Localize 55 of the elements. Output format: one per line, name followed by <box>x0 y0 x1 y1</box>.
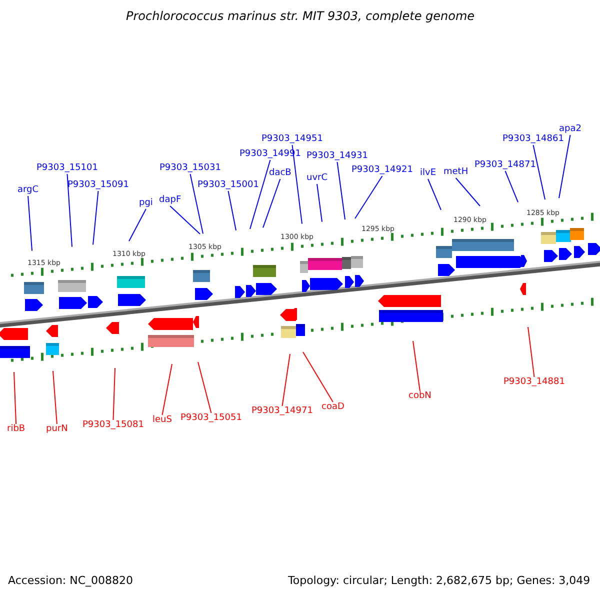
gene-label: coaD <box>322 403 344 412</box>
leader-line <box>198 362 212 414</box>
gene-label: metH <box>444 168 468 177</box>
gene-label: P9303_14951 <box>262 135 323 144</box>
leader-line <box>250 160 271 230</box>
gene-label: P9303_15081 <box>82 421 144 430</box>
leader-line <box>52 370 58 424</box>
gene-label: uvrC <box>306 174 328 183</box>
gene-label: apa2 <box>559 125 582 134</box>
gene-label: ribB <box>7 425 26 434</box>
leader-line <box>428 178 442 210</box>
gene-label: P9303_14971 <box>252 407 313 416</box>
leader-line <box>92 190 99 246</box>
leader-line <box>262 178 281 228</box>
gene-label: P9303_14881 <box>504 378 565 387</box>
gene-label: leuS <box>152 416 172 425</box>
gene-label: P9303_14871 <box>474 161 536 170</box>
leader-line <box>292 144 302 224</box>
gene-label: purN <box>46 425 68 434</box>
gene-label: P9303_15031 <box>160 164 221 173</box>
leader-line <box>528 326 535 378</box>
leader-line <box>532 144 546 200</box>
leader-line <box>190 174 204 234</box>
gene-label: P9303_14861 <box>502 135 564 144</box>
gene-label: argC <box>18 186 39 195</box>
leader-line <box>162 364 172 416</box>
leader-line <box>455 178 480 206</box>
gene-label: cobN <box>408 392 432 401</box>
genome-summary-text: Topology: circular; Length: 2,682,675 bp; Genes: 3,049 <box>288 575 590 586</box>
leader-line <box>66 174 72 248</box>
leader-line <box>412 340 420 392</box>
gene-label: P9303_14931 <box>306 152 368 161</box>
leader-line <box>504 170 518 203</box>
gene-label: pgi <box>139 199 153 208</box>
leader-line <box>316 184 322 222</box>
leader-line <box>112 368 116 420</box>
leader-line <box>302 352 334 402</box>
accession-text: Accession: NC_008820 <box>8 575 134 586</box>
leader-line <box>14 372 17 424</box>
leader-line <box>28 196 32 252</box>
gene-label: P9303_15101 <box>36 164 98 173</box>
gene-label: P9303_15001 <box>198 181 259 190</box>
leader-line <box>128 208 146 242</box>
gene-label: P9303_15051 <box>180 414 242 423</box>
leader-line <box>282 354 290 406</box>
gene-label: P9303_14921 <box>352 166 413 175</box>
leader-line <box>228 190 236 231</box>
leader-line <box>170 206 200 234</box>
leader-line <box>354 176 383 219</box>
leader-line <box>558 134 571 199</box>
gene-label: dapF <box>159 196 182 205</box>
title: Prochlorococcus marinus str. MIT 9303, complete genome <box>126 10 475 22</box>
gene-label: ilvE <box>420 169 436 178</box>
gene-label: dacB <box>269 169 292 178</box>
leader-line <box>336 162 346 220</box>
